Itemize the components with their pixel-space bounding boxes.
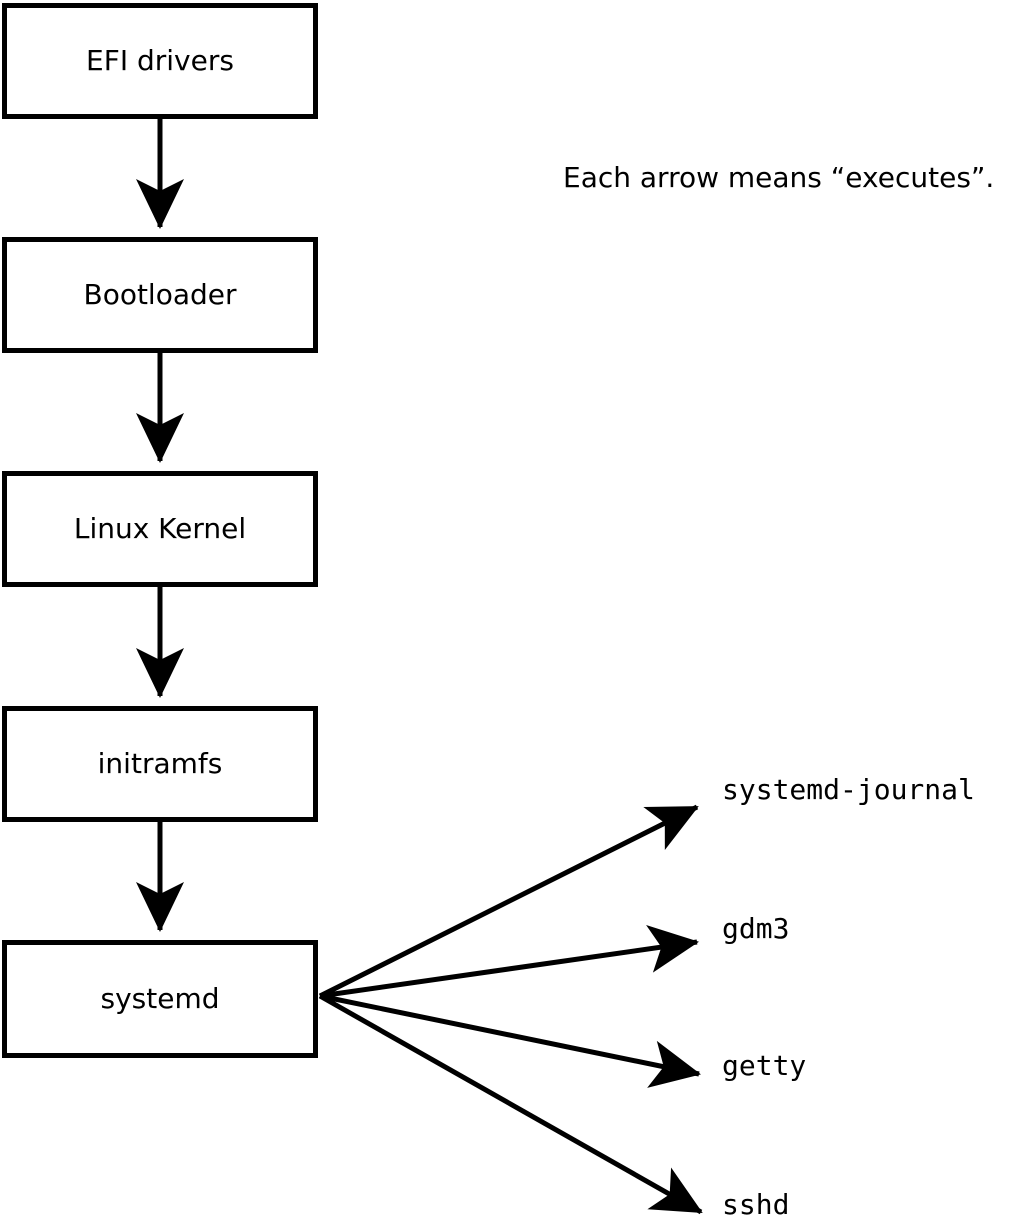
node-systemd[interactable]: systemd	[2, 940, 318, 1058]
node-bootloader[interactable]: Bootloader	[2, 237, 318, 353]
arrow-systemd-to-sshd	[318, 993, 703, 1215]
node-label-efi-drivers: EFI drivers	[86, 44, 234, 77]
leaf-label-getty: getty	[722, 1049, 807, 1082]
arrow-systemd-to-systemd-journal	[318, 804, 699, 999]
node-efi-drivers[interactable]: EFI drivers	[2, 3, 318, 119]
node-label-bootloader: Bootloader	[83, 278, 237, 311]
leaf-label-gdm3: gdm3	[722, 912, 790, 945]
arrow-systemd-to-getty	[319, 993, 701, 1088]
arrow-systemd-to-gdm3	[319, 925, 699, 999]
node-linux-kernel[interactable]: Linux Kernel	[2, 471, 318, 587]
node-initramfs[interactable]: initramfs	[2, 706, 318, 822]
leaf-label-sshd: sshd	[722, 1188, 790, 1221]
node-label-initramfs: initramfs	[97, 747, 223, 780]
node-label-linux-kernel: Linux Kernel	[73, 512, 247, 545]
node-label-systemd: systemd	[100, 982, 220, 1015]
leaf-label-systemd-journal: systemd-journal	[722, 773, 975, 806]
diagram-caption: Each arrow means “executes”.	[563, 161, 995, 194]
